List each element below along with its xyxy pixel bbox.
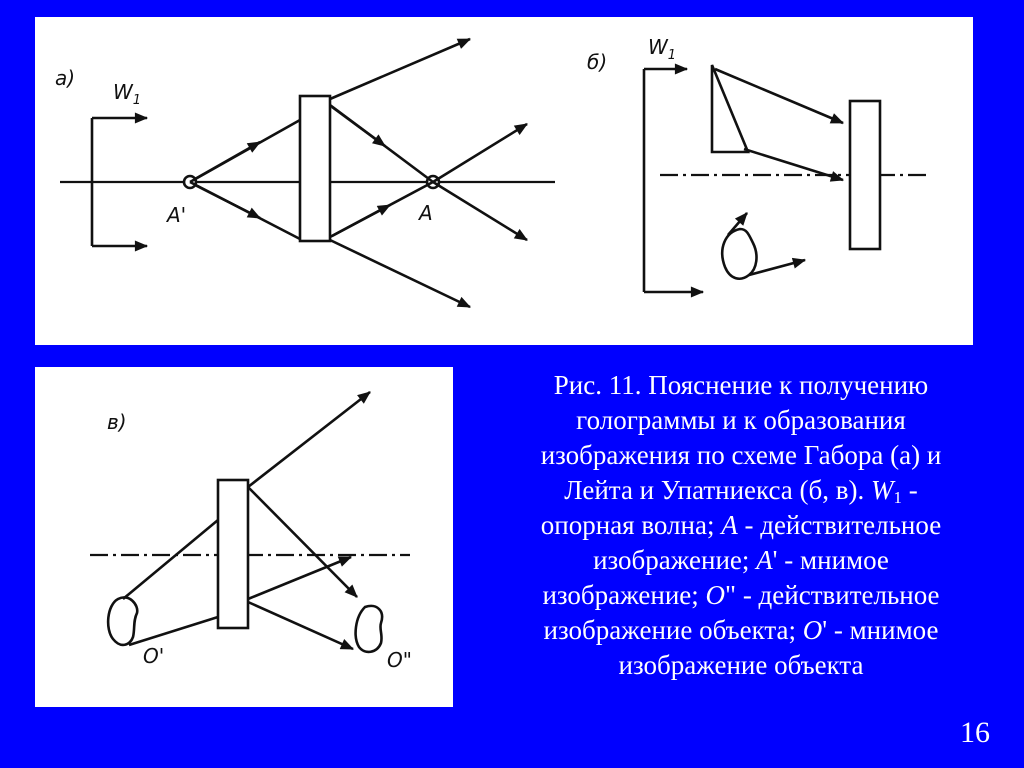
ray-c-real-upper: [247, 486, 358, 598]
panel-label-a: а): [55, 66, 75, 90]
w1-label-a: W1: [113, 80, 141, 108]
ray-c-real-middle: [247, 555, 353, 601]
ray-c-virtual-lower: [128, 615, 219, 647]
caption-line-8: изображение объекта; O' - мнимое: [543, 615, 939, 645]
scheme-b: б) W1: [587, 35, 928, 298]
virtual-point-label: A': [165, 203, 186, 227]
real-point-label: A: [417, 201, 433, 225]
virtual-object: [106, 596, 139, 647]
caption-line-5: опорная волна; A - действительное: [540, 510, 942, 540]
scheme-c-diagram: в) O' O": [90, 390, 412, 672]
ray-a-lower-arrow: [194, 183, 261, 220]
ray-a-converge-lower-arrow: [331, 203, 391, 238]
figure-panel-top: а) W1 A' A: [35, 17, 973, 345]
prism: [710, 64, 750, 154]
caption-line-7: изображение; O" - действительное: [542, 580, 940, 610]
caption-line-6: изображение; A' - мнимое: [593, 545, 889, 575]
hologram-plate-b: [848, 99, 882, 251]
panel-label-b: б): [587, 50, 607, 74]
ray-b-object-in: [727, 212, 748, 236]
caption-line-2: голограммы и к образования: [576, 405, 906, 435]
ray-c-virtual-upper: [122, 519, 219, 600]
w1-label-b: W1: [648, 35, 676, 63]
figure-caption: Рис. 11. Пояснение к получению голограмм…: [470, 368, 1012, 683]
hologram-plate-a: [298, 94, 332, 243]
schemes-a-b-diagram: а) W1 A' A: [55, 35, 928, 309]
ray-a-beyond-down: [432, 180, 528, 242]
ray-a-diverge-up: [329, 37, 472, 101]
ray-b-object-out: [748, 257, 807, 277]
caption-line-9: изображение объекта: [618, 650, 864, 680]
ray-c-diffracted-up: [247, 390, 371, 489]
ray-a-diverge-down: [329, 238, 471, 309]
caption-line-1: Рис. 11. Пояснение к получению: [553, 370, 929, 400]
hologram-plate-c: [216, 478, 250, 630]
slide-number: 16: [960, 716, 990, 749]
ray-a-beyond-up: [432, 122, 528, 184]
ray-b-lower: [743, 147, 845, 182]
caption-line-4: Лейта и Упатниекса (б, в). W1 -: [564, 475, 918, 507]
virtual-object-label: O': [143, 644, 164, 668]
real-object-label: O": [387, 648, 412, 672]
figure-panel-bottom: в) O' O": [35, 367, 453, 707]
ray-a-converge-upper-arrow: [331, 105, 386, 148]
ray-b-upper: [714, 67, 845, 125]
ray-a-upper-arrow: [194, 140, 261, 181]
object-b: [720, 227, 758, 281]
panel-label-c: в): [107, 410, 127, 434]
caption-line-3: изображения по схеме Габора (а) и: [540, 440, 942, 470]
scheme-a: а) W1 A' A: [55, 37, 555, 309]
real-object: [354, 604, 384, 654]
ray-c-real-lower: [247, 600, 355, 651]
